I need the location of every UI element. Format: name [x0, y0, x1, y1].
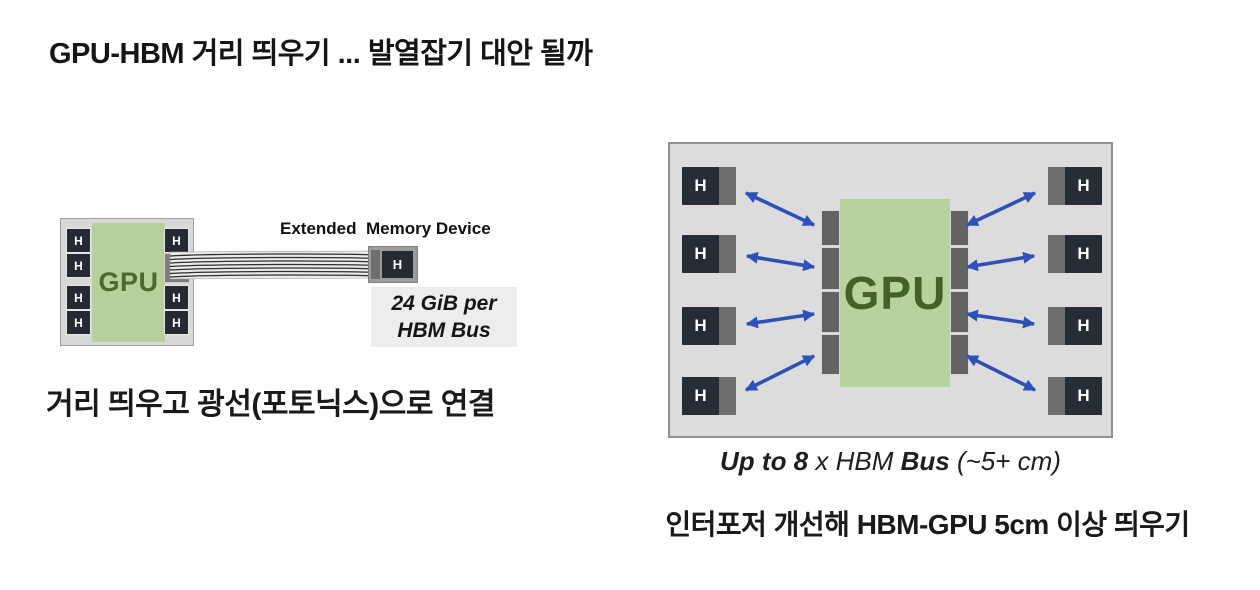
hbm-chip: H	[1065, 377, 1102, 415]
bus-note-bold2: Bus	[900, 446, 950, 476]
hbm-module: H	[682, 377, 736, 415]
left-gpu-die: GPU	[92, 223, 165, 342]
hbm-chip: H	[682, 235, 719, 273]
hbm-chip: H	[1065, 307, 1102, 345]
hbm-module: H	[682, 307, 736, 345]
gpu-phy-strip	[950, 210, 969, 246]
hbm-chip: H	[66, 310, 91, 335]
left-gpu-label: GPU	[98, 267, 159, 297]
hbm-phy-strip	[719, 235, 736, 273]
gpu-phy-strip	[821, 210, 840, 246]
right-gpu-die: GPU	[840, 199, 950, 387]
left-gpu-package: GPU H H H H H H H	[60, 218, 194, 346]
extended-memory-device: H	[368, 246, 418, 283]
hbm-chip: H	[682, 377, 719, 415]
bus-note-plain2: (~5+ cm)	[949, 446, 1061, 476]
gpu-phy-strip	[821, 247, 840, 290]
capacity-note-line1: 24 GiB per	[391, 292, 497, 315]
bus-note-plain1: x HBM	[808, 446, 901, 476]
page-title: GPU-HBM 거리 띄우기 ... 발열잡기 대안 될까	[49, 38, 593, 70]
hbm-bus-arrows-icon	[744, 191, 1037, 392]
extended-memory-device-label: Extended Memory Device	[280, 219, 491, 238]
hbm-phy-strip	[1048, 307, 1065, 345]
hbm-chip: H	[682, 167, 719, 205]
photonic-ribbon-cable-icon	[169, 250, 381, 280]
hbm-phy-strip	[719, 167, 736, 205]
gpu-phy-strip	[950, 247, 969, 290]
hbm-module: H	[1048, 167, 1102, 205]
gpu-phy-strip	[950, 334, 969, 375]
hbm-chip: H	[382, 251, 413, 278]
hbm-chip: H	[66, 285, 91, 310]
hbm-phy-strip	[1048, 167, 1065, 205]
device-cable-connector	[371, 250, 380, 279]
hbm-chip: H	[164, 310, 189, 335]
hbm-module: H	[1048, 307, 1102, 345]
gpu-phy-strip	[821, 334, 840, 375]
left-caption: 거리 띄우고 광선(포토닉스)으로 연결	[46, 388, 496, 421]
bus-note-bold1: Up to 8	[720, 446, 809, 476]
hbm-module: H	[1048, 377, 1102, 415]
gpu-phy-strip	[821, 291, 840, 333]
hbm-phy-strip	[719, 377, 736, 415]
right-gpu-label: GPU	[843, 267, 947, 319]
hbm-module: H	[682, 235, 736, 273]
hbm-chip: H	[682, 307, 719, 345]
hbm-chip: H	[66, 228, 91, 253]
hbm-phy-strip	[719, 307, 736, 345]
hbm-chip: H	[66, 253, 91, 278]
hbm-module: H	[682, 167, 736, 205]
right-caption: 인터포저 개선해 HBM-GPU 5cm 이상 띄우기	[665, 509, 1190, 540]
hbm-chip: H	[1065, 167, 1102, 205]
gpu-phy-strip	[950, 291, 969, 333]
right-interposer-board: GPU H H H H H H H H	[668, 142, 1113, 438]
capacity-note-line2: HBM Bus	[397, 319, 491, 342]
capacity-note: 24 GiB per HBM Bus	[371, 287, 517, 347]
hbm-phy-strip	[1048, 235, 1065, 273]
hbm-chip: H	[164, 228, 189, 253]
hbm-phy-strip	[1048, 377, 1065, 415]
hbm-chip: H	[164, 285, 189, 310]
hbm-chip: H	[1065, 235, 1102, 273]
bus-note: Up to 8 x HBM Bus (~5+ cm)	[668, 446, 1113, 477]
hbm-module: H	[1048, 235, 1102, 273]
